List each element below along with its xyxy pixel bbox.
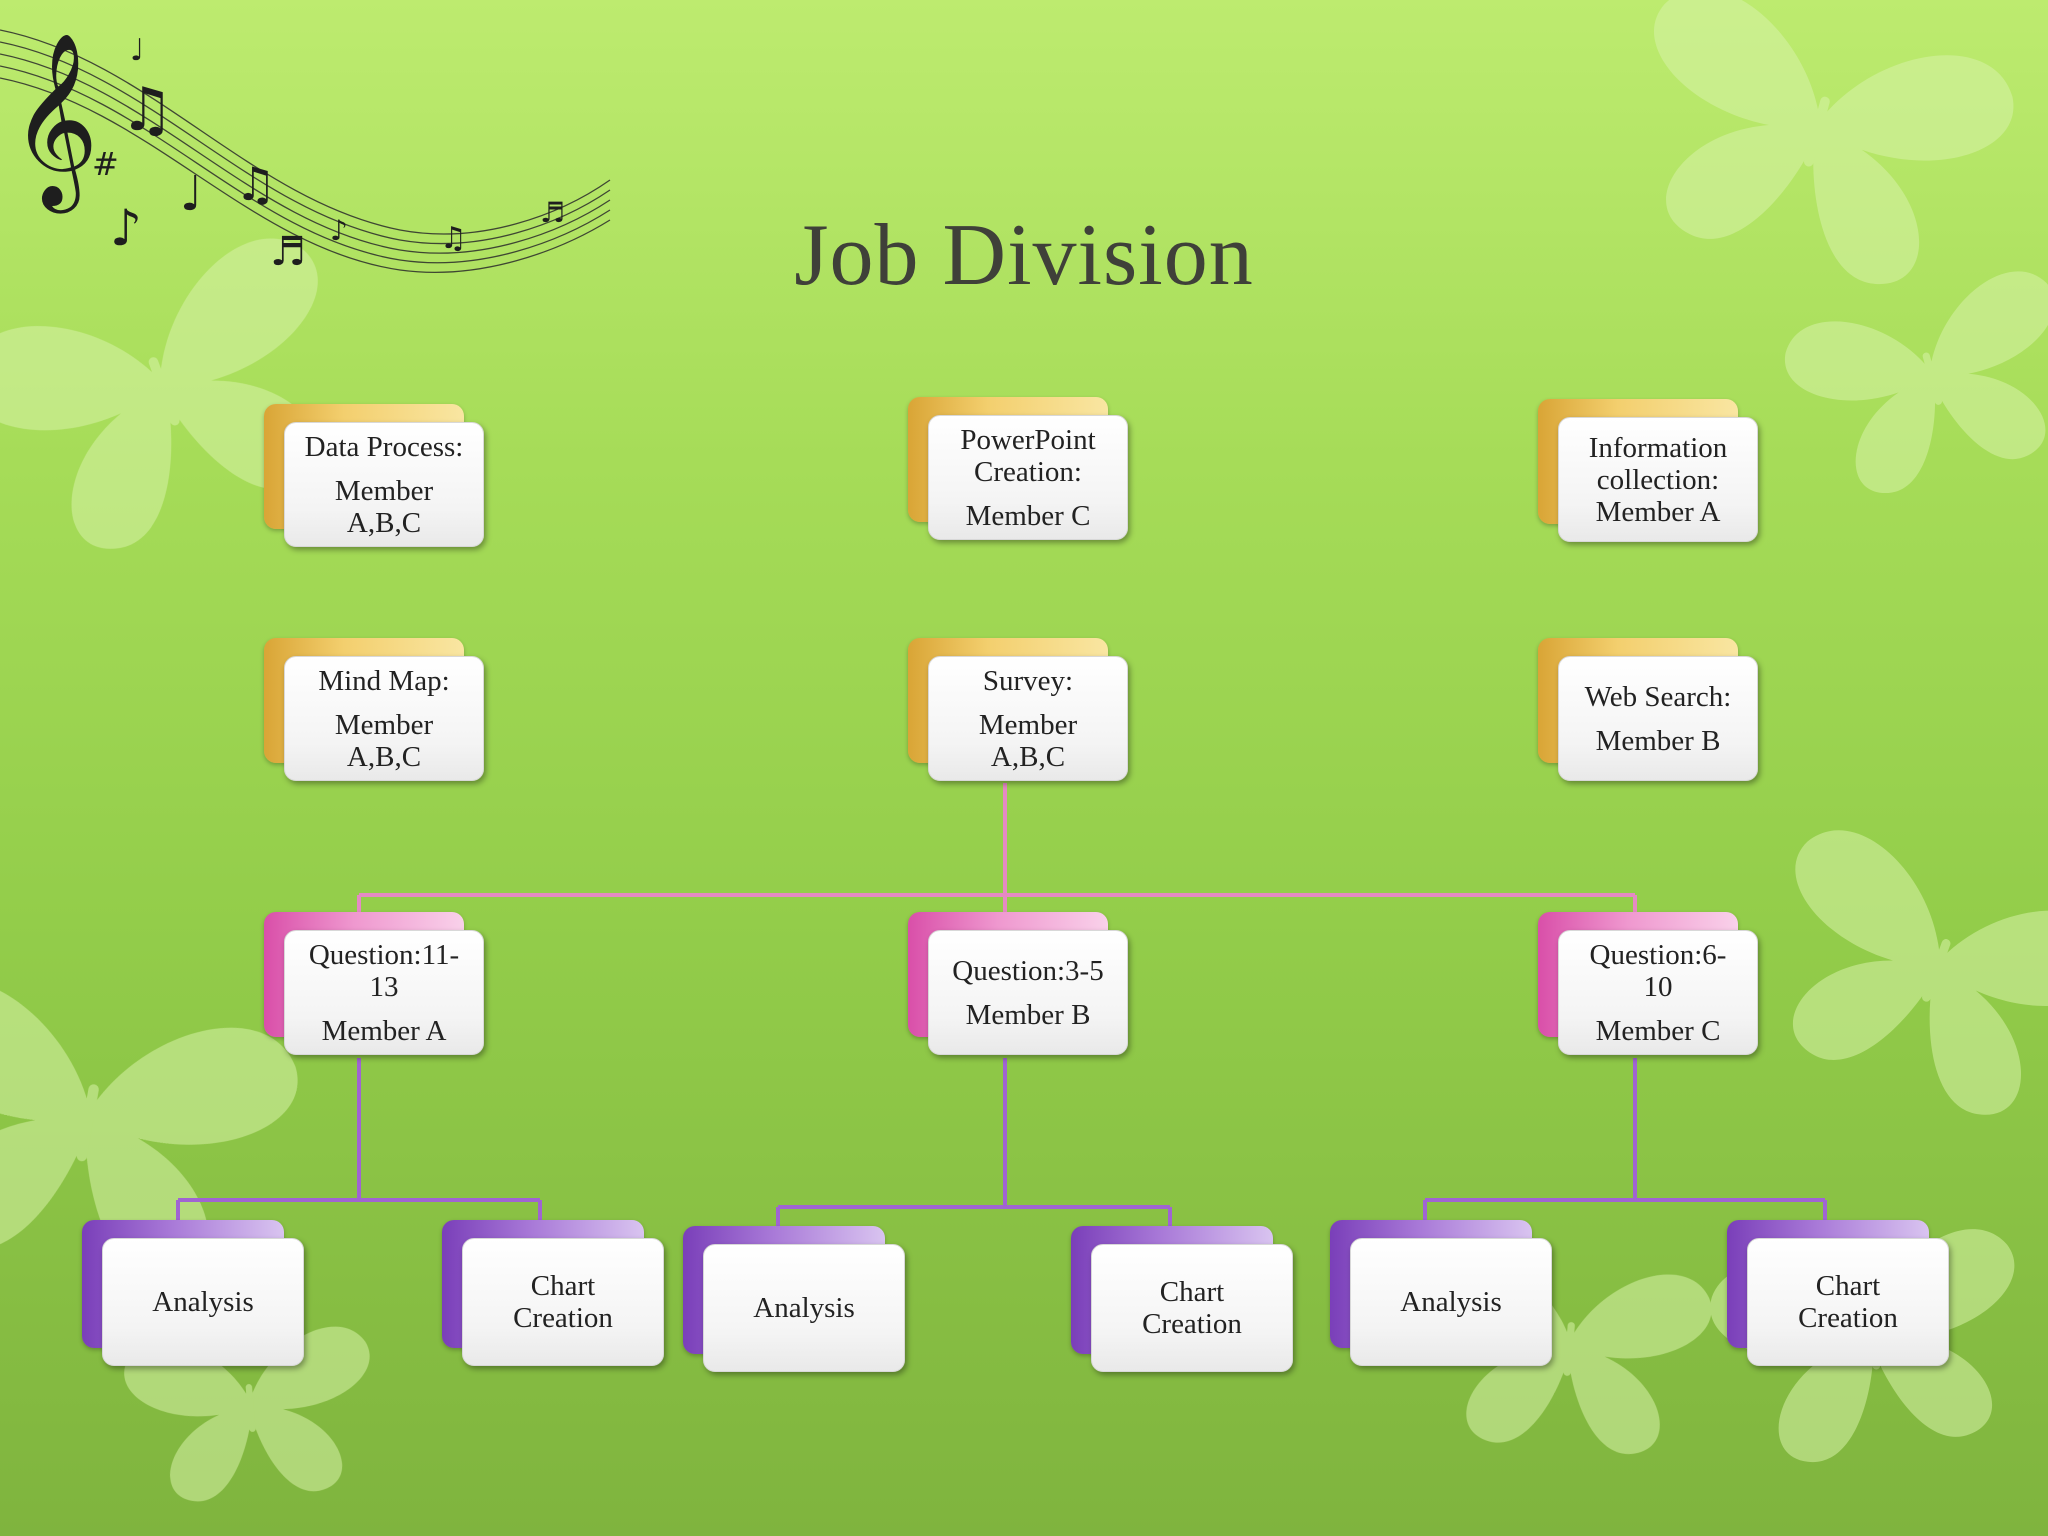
leaf-box-analysis: Analysis xyxy=(683,1226,905,1374)
svg-text:♩: ♩ xyxy=(130,33,144,68)
task-box-mind-map: Mind Map: Member A,B,C xyxy=(264,638,484,783)
task-name: collection: xyxy=(1596,463,1720,496)
task-box-information-collection: Information collection: Member A xyxy=(1538,399,1758,544)
question-member: Member C xyxy=(1595,1014,1721,1047)
task-box-survey: Survey: Member A,B,C xyxy=(908,638,1128,783)
question-member: Member B xyxy=(965,998,1091,1031)
leaf-label: Chart xyxy=(1159,1276,1225,1308)
task-members: A,B,C xyxy=(990,740,1066,773)
leaf-box-chart-creation: Chart Creation xyxy=(1727,1220,1949,1368)
task-name: Survey: xyxy=(982,664,1074,697)
svg-text:♫: ♫ xyxy=(440,221,467,256)
question-range: Question:6- xyxy=(1589,938,1727,971)
leaf-label: Analysis xyxy=(152,1286,254,1318)
leaf-label: Chart xyxy=(530,1270,596,1302)
task-members: Member B xyxy=(1595,724,1721,757)
task-members: A,B,C xyxy=(346,740,422,773)
question-box-11-13: Question:11- 13 Member A xyxy=(264,912,484,1057)
svg-text:♪: ♪ xyxy=(330,214,348,247)
svg-text:♬: ♬ xyxy=(270,229,306,275)
question-range: 10 xyxy=(1643,970,1673,1003)
question-range: 13 xyxy=(369,970,399,1003)
question-range: Question:11- xyxy=(308,938,460,971)
task-members: Member C xyxy=(965,499,1091,532)
leaf-box-analysis: Analysis xyxy=(1330,1220,1552,1368)
task-members: Member xyxy=(334,474,434,507)
task-members: Member A xyxy=(1595,495,1721,528)
music-notes-icon: 𝄞 ♫ # ♪ ♩ ♫ ♬ ♪ ♫ ♬ ♩ xyxy=(0,29,611,275)
task-name: Mind Map: xyxy=(318,664,450,697)
svg-text:♬: ♬ xyxy=(540,196,565,229)
leaf-label: Creation xyxy=(1798,1302,1898,1334)
svg-text:𝄞: 𝄞 xyxy=(10,32,99,214)
task-name: Creation: xyxy=(974,455,1082,488)
task-members: Member xyxy=(334,708,434,741)
svg-text:♫: ♫ xyxy=(235,157,276,211)
task-box-data-process: Data Process: Member A,B,C xyxy=(264,404,484,549)
leaf-box-analysis: Analysis xyxy=(82,1220,304,1368)
leaf-label: Creation xyxy=(1142,1308,1242,1340)
slide-title: Job Division xyxy=(794,207,1254,304)
leaf-box-chart-creation: Chart Creation xyxy=(1071,1226,1293,1374)
task-name: Web Search: xyxy=(1584,680,1732,713)
svg-text:♩: ♩ xyxy=(180,166,203,222)
leaf-box-chart-creation: Chart Creation xyxy=(442,1220,664,1368)
svg-text:#: # xyxy=(92,145,119,183)
leaf-label: Creation xyxy=(513,1302,613,1334)
question-range: Question:3-5 xyxy=(952,954,1104,987)
task-name: PowerPoint xyxy=(960,423,1096,456)
task-box-web-search: Web Search: Member B xyxy=(1538,638,1758,783)
leaf-label: Analysis xyxy=(1400,1286,1502,1318)
task-name: Information xyxy=(1588,431,1728,464)
question-box-6-10: Question:6- 10 Member C xyxy=(1538,912,1758,1057)
question-member: Member A xyxy=(321,1014,447,1047)
svg-text:♫: ♫ xyxy=(120,75,174,145)
task-name: Data Process: xyxy=(304,430,464,463)
question-box-3-5: Question:3-5 Member B xyxy=(908,912,1128,1057)
leaf-label: Analysis xyxy=(753,1292,855,1324)
task-box-powerpoint-creation: PowerPoint Creation: Member C xyxy=(908,397,1128,542)
leaf-label: Chart xyxy=(1815,1270,1881,1302)
task-members: Member xyxy=(978,708,1078,741)
svg-text:♪: ♪ xyxy=(110,199,142,257)
task-members: A,B,C xyxy=(346,506,422,539)
